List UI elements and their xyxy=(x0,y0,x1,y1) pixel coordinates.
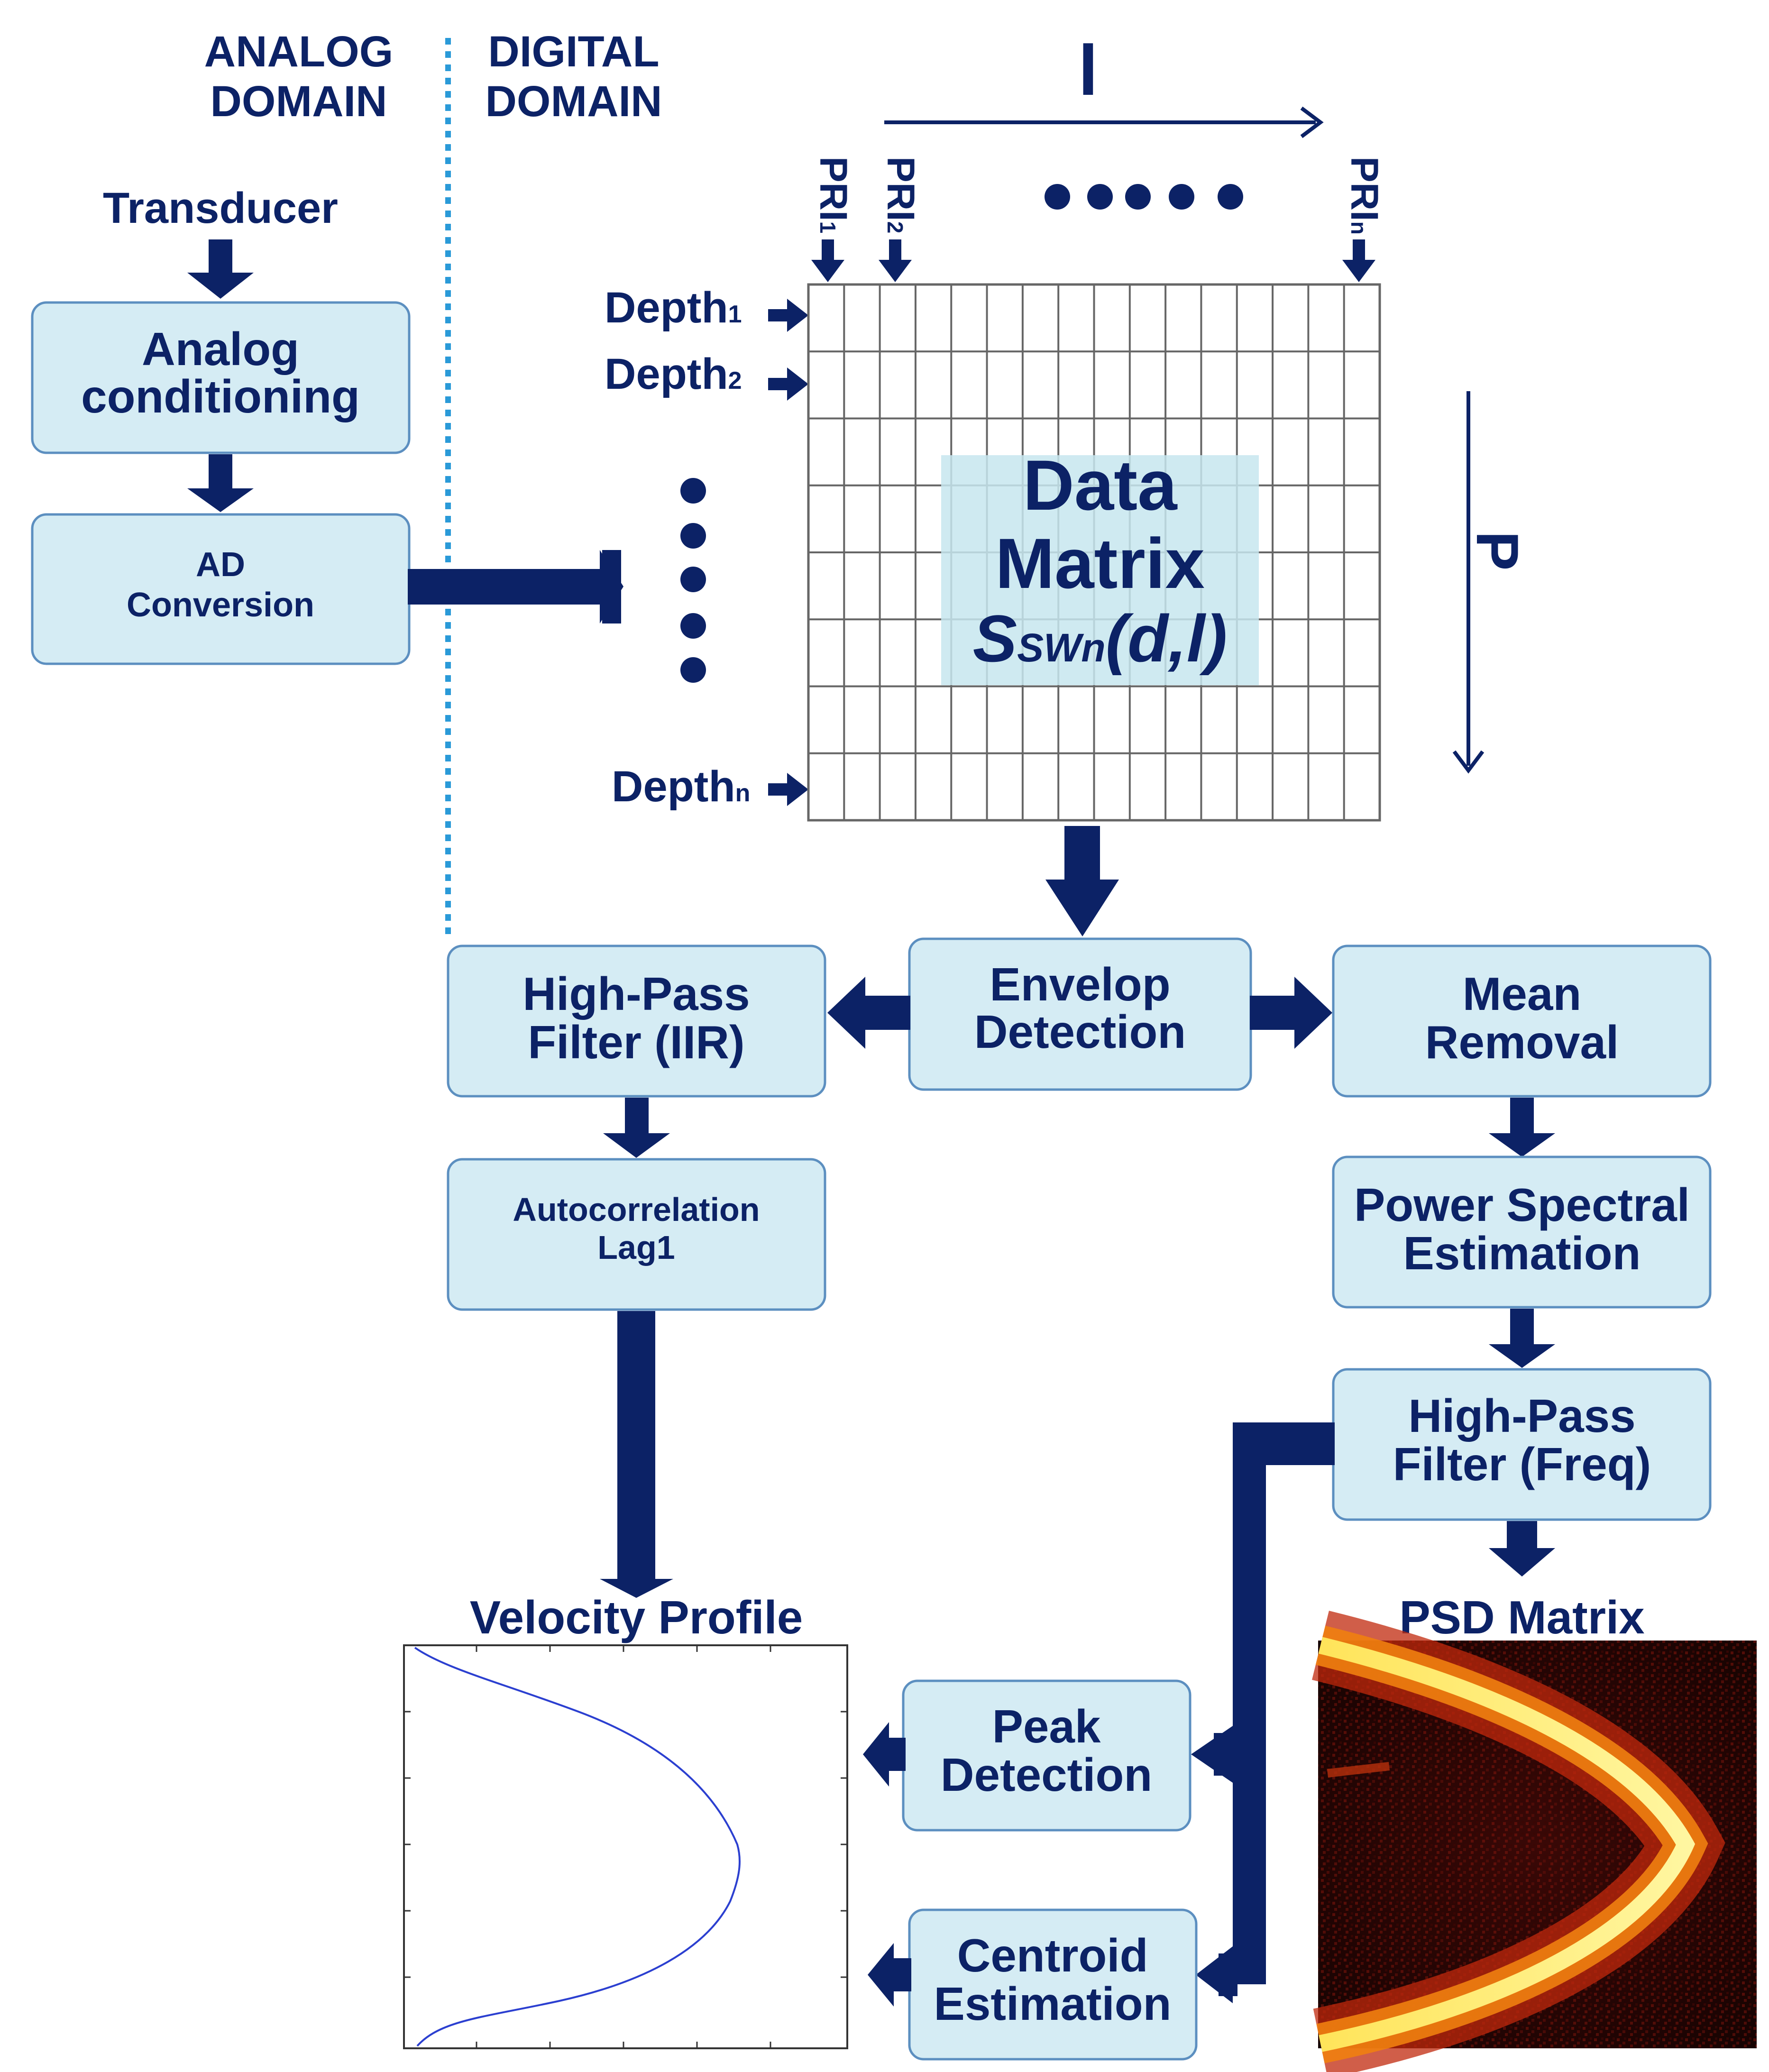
transducer-label: Transducer xyxy=(103,184,338,232)
arrow-ad-to-matrix xyxy=(408,550,623,623)
arrow-hp-freq-to-psd xyxy=(1489,1521,1555,1577)
mean-removal-line2: Removal xyxy=(1425,1016,1619,1068)
power-spectral-line2: Estimation xyxy=(1403,1227,1641,1279)
autocorrelation-line2: Lag1 xyxy=(597,1229,675,1266)
peak-detection-line1: Peak xyxy=(992,1700,1101,1752)
centroid-estimation-line2: Estimation xyxy=(934,1978,1172,2030)
ad-conversion-line1: AD xyxy=(196,546,245,584)
arrow-conditioning-to-ad xyxy=(187,454,254,512)
depth-2-label: Depth2 xyxy=(605,350,742,398)
analog-domain-line1: ANALOG xyxy=(204,28,394,76)
analog-conditioning-line1: Analog xyxy=(142,323,299,375)
arrow-transducer-to-conditioning xyxy=(187,239,254,299)
peak-detection-line2: Detection xyxy=(941,1749,1153,1801)
psd-faint-streak xyxy=(1327,1762,1390,1778)
arrow-autocorrelation-to-velocity xyxy=(600,1311,673,1598)
ad-conversion-box: AD Conversion xyxy=(31,513,411,665)
psd-matrix-image xyxy=(1312,1611,1757,2072)
velocity-profile-ticks xyxy=(403,1645,847,2048)
arrow-envelop-to-hp-iir xyxy=(827,977,910,1049)
pri-arrows xyxy=(811,239,1375,282)
p-axis-arrow xyxy=(1452,391,1485,774)
pri-ellipsis xyxy=(1045,184,1243,210)
arrow-hp-iir-to-autocorrelation xyxy=(603,1098,670,1158)
envelop-detection-line1: Envelop xyxy=(990,958,1170,1010)
power-spectral-box: Power Spectral Estimation xyxy=(1332,1155,1712,1309)
pri-2-label: PRI2 xyxy=(879,156,922,233)
power-spectral-line1: Power Spectral xyxy=(1354,1179,1690,1231)
digital-domain-line1: DIGITAL xyxy=(488,28,659,76)
arrow-envelop-to-mean-removal xyxy=(1250,977,1332,1049)
hp-filter-iir-box: High-Pass Filter (IIR) xyxy=(447,944,826,1098)
arrow-peak-to-velocity xyxy=(863,1722,906,1787)
data-matrix-title-line2: Matrix xyxy=(995,523,1205,603)
peak-detection-box: Peak Detection xyxy=(902,1679,1192,1832)
velocity-profile-title: Velocity Profile xyxy=(470,1591,803,1643)
digital-domain-line2: DOMAIN xyxy=(485,77,662,126)
velocity-profile-curve xyxy=(414,1647,741,2047)
analog-conditioning-line2: conditioning xyxy=(81,370,360,422)
mean-removal-box: Mean Removal xyxy=(1332,944,1712,1098)
envelop-detection-box: Envelop Detection xyxy=(908,937,1252,1091)
autocorrelation-line1: Autocorrelation xyxy=(513,1191,760,1228)
psd-glow-core xyxy=(1318,1637,1696,2052)
depth-arrows xyxy=(768,299,808,806)
arrow-power-to-hp-freq xyxy=(1489,1309,1555,1368)
p-axis-label: P xyxy=(1464,531,1530,570)
depth-n-label: Depthn xyxy=(612,762,750,811)
depth-1-label: Depth1 xyxy=(605,284,742,332)
data-matrix-label-panel xyxy=(941,455,1259,685)
ad-conversion-line2: Conversion xyxy=(127,586,314,624)
centroid-estimation-box: Centroid Estimation xyxy=(908,1908,1198,2061)
connector-hp-freq-to-estimators xyxy=(1191,1422,1335,2003)
l-axis-label: l xyxy=(1078,30,1098,110)
pri-n-label: PRIn xyxy=(1343,156,1386,235)
analog-conditioning-box: Analog conditioning xyxy=(31,301,411,454)
pri-1-label: PRI1 xyxy=(812,156,855,233)
data-matrix-title-line1: Data xyxy=(1023,445,1178,525)
hp-filter-iir-line2: Filter (IIR) xyxy=(528,1016,744,1068)
autocorrelation-box: Autocorrelation Lag1 xyxy=(447,1158,826,1311)
hp-filter-freq-line1: High-Pass xyxy=(1408,1390,1635,1442)
velocity-profile-plot xyxy=(403,1644,848,2049)
data-matrix-signal: SSWn(d,l) xyxy=(973,601,1228,676)
centroid-estimation-line1: Centroid xyxy=(957,1929,1148,1981)
hp-filter-freq-line2: Filter (Freq) xyxy=(1393,1438,1651,1490)
arrow-matrix-to-envelop xyxy=(1045,826,1119,936)
arrow-mean-to-power xyxy=(1489,1098,1555,1157)
hp-filter-freq-box: High-Pass Filter (Freq) xyxy=(1332,1368,1712,1521)
l-axis-arrow xyxy=(884,106,1324,138)
psd-matrix-title: PSD Matrix xyxy=(1399,1591,1644,1643)
arrow-centroid-to-velocity xyxy=(868,1943,911,2007)
mean-removal-line1: Mean xyxy=(1463,968,1582,1020)
depth-ellipsis xyxy=(680,478,706,683)
analog-domain-line2: DOMAIN xyxy=(210,77,387,126)
hp-filter-iir-line1: High-Pass xyxy=(522,968,750,1020)
envelop-detection-line2: Detection xyxy=(974,1006,1186,1058)
